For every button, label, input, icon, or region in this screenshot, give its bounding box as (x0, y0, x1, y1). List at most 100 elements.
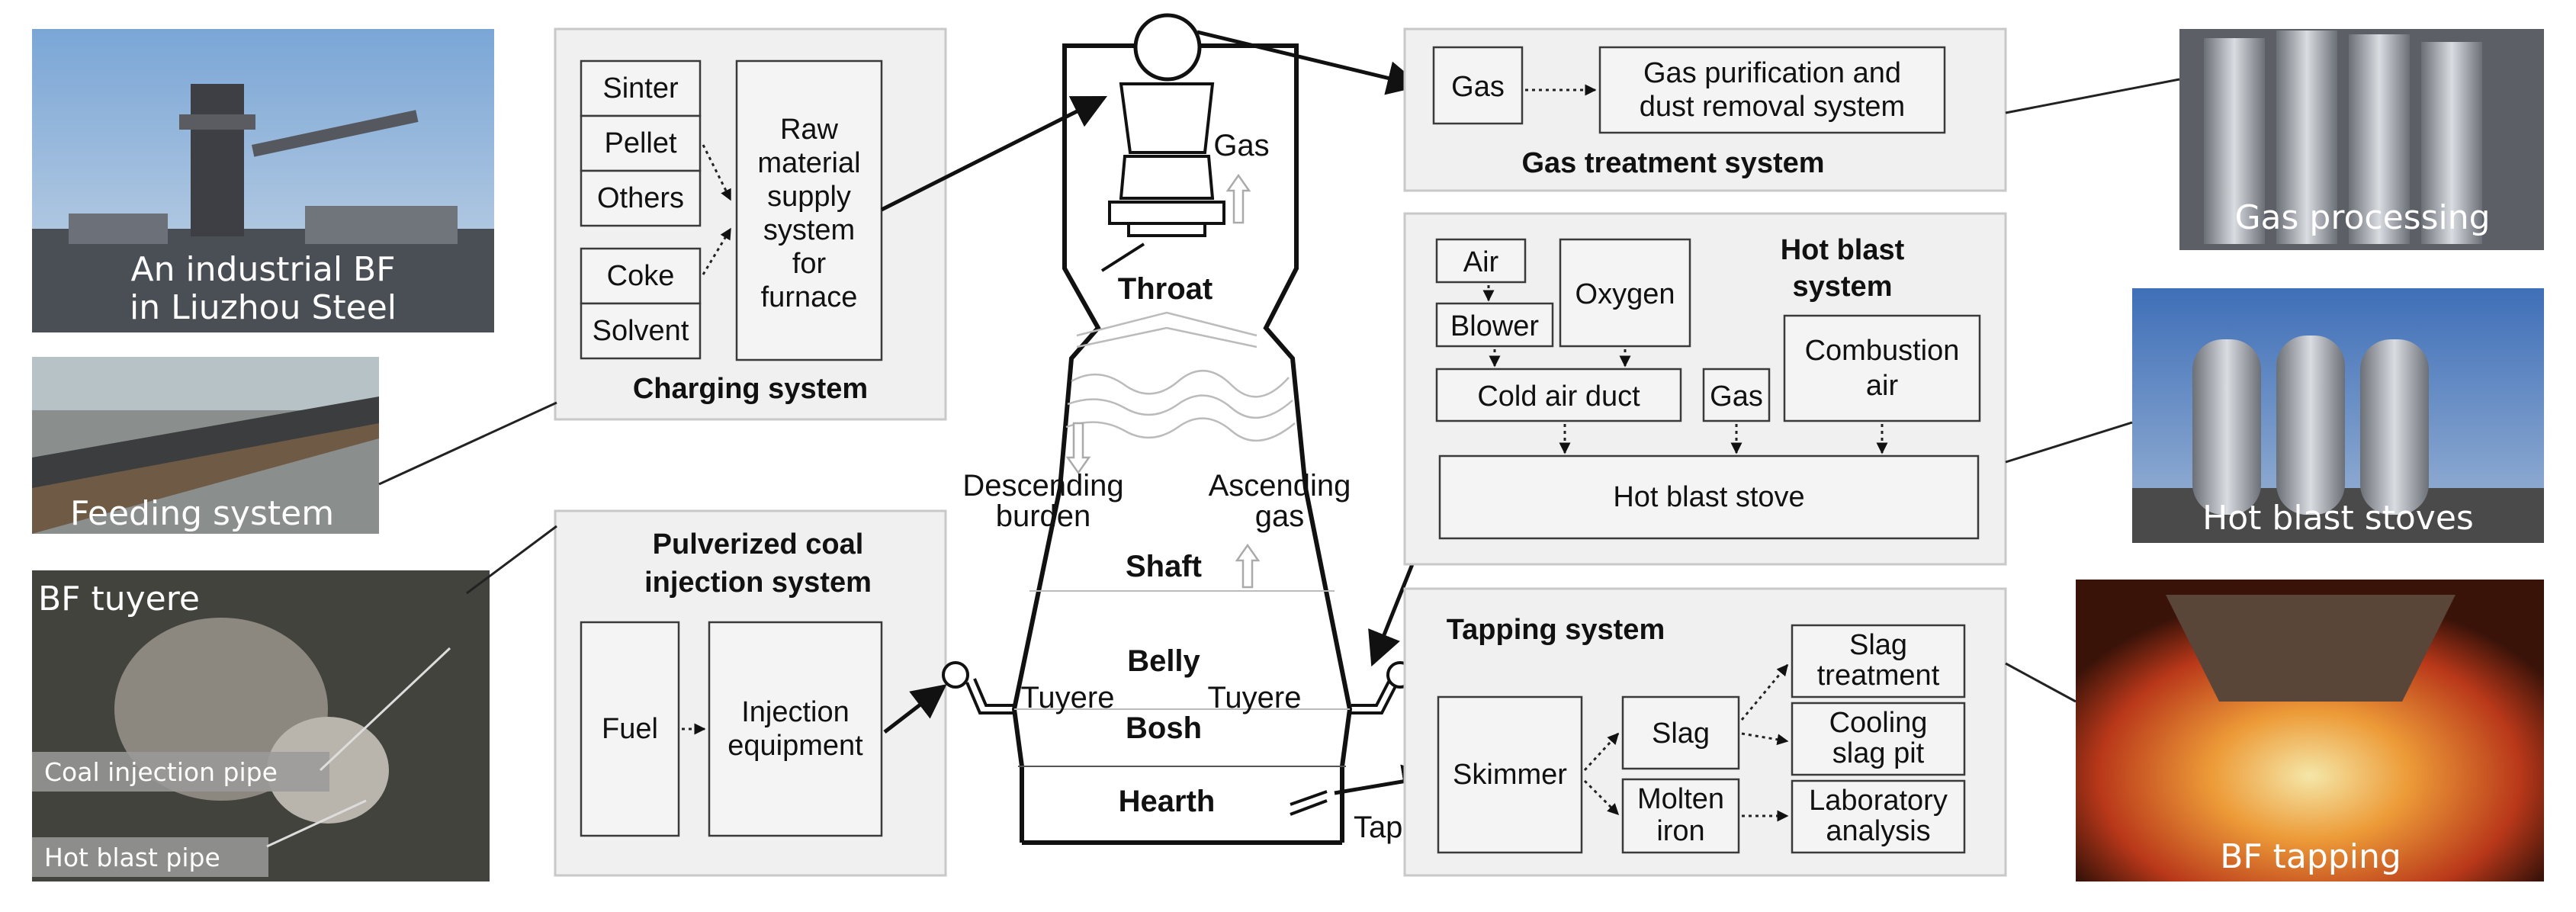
gas-purification-box (1598, 46, 1946, 134)
bell-charging-device (1108, 82, 1225, 237)
hot-blast-panel: Air Oxygen Hot blast system Blower Cold … (1403, 212, 2007, 566)
arrow-injection-to-tuyere (883, 684, 947, 734)
tuyere-right-label: Tuyere (1207, 681, 1301, 715)
taphole-icon (1290, 790, 1328, 816)
air-box (1435, 238, 1527, 284)
descending-line-2: burden (996, 499, 1091, 533)
supply-line-3: supply (767, 181, 851, 213)
oxygen-box (1559, 238, 1691, 348)
injection-equipment-box (708, 621, 883, 837)
photo-stoves-caption: Hot blast stoves (2202, 499, 2474, 538)
skimmer-box (1437, 695, 1583, 854)
photo-bf-caption-2: in Liuzhou Steel (130, 288, 397, 327)
photo-industrial-bf: An industrial BF in Liuzhou Steel (32, 29, 494, 332)
descending-line-1: Descending (962, 469, 1123, 503)
cold-air-duct-label: Cold air duct (1477, 381, 1640, 413)
charging-item-others (580, 169, 702, 227)
cooling-slag-pit-box (1791, 702, 1966, 776)
charging-item-sinter (580, 59, 702, 117)
hot-blast-stove-box (1438, 454, 1980, 540)
ascending-gas-arrow-top (1225, 173, 1251, 224)
charging-item-coke-label: Coke (607, 260, 675, 292)
connector-coal-to-tuyere-photo (466, 525, 557, 595)
photo-bf-caption-1: An industrial BF (130, 250, 395, 289)
charging-item-solvent-label: Solvent (593, 315, 689, 347)
charging-item-sinter-label: Sinter (602, 72, 679, 104)
molten-iron-box (1621, 778, 1740, 854)
arrow-supply-to-furnace (880, 95, 1108, 212)
ascending-line-2: gas (1255, 499, 1305, 533)
throat-label: Throat (1118, 272, 1213, 306)
coal-title-1: Pulverized coal (653, 528, 864, 560)
gas-treatment-title: Gas treatment system (1521, 147, 1824, 179)
arrow-slag-to-treatment (1740, 663, 1789, 721)
charging-system-panel: Sinter Pellet Others Coke Solvent Raw ma… (554, 27, 947, 421)
purification-line-2: dust removal system (1640, 91, 1905, 123)
arrow-skimmer-to-slag (1583, 732, 1620, 772)
connector-gas-to-photo (2005, 78, 2180, 114)
hot-blast-title-1: Hot blast (1781, 234, 1905, 266)
photo-gas-processing-caption: Gas processing (2234, 198, 2490, 237)
hot-blast-gas-label: Gas (1710, 381, 1763, 413)
molten-line-1: Molten (1637, 783, 1724, 815)
cooling-line-1: Cooling (1829, 707, 1928, 739)
tapping-panel: Tapping system Skimmer Slag Molten iron … (1403, 587, 2007, 877)
photo-coal-pipe-caption: Coal injection pipe (44, 757, 278, 787)
combustion-air-box (1783, 314, 1981, 422)
oxygen-label: Oxygen (1575, 278, 1675, 310)
tuyere-left-label: Tuyere (1020, 681, 1114, 715)
bosh-label: Bosh (1126, 711, 1202, 745)
shaft-label: Shaft (1126, 550, 1202, 583)
connector-charging-to-feeding (378, 401, 557, 486)
supply-line-5: for (792, 248, 827, 280)
tapping-title: Tapping system (1447, 614, 1665, 646)
fuel-label: Fuel (602, 713, 658, 745)
supply-line-1: Raw (780, 114, 839, 146)
gas-box (1432, 46, 1524, 125)
furnace-gas-label: Gas (1213, 129, 1269, 162)
cooling-line-2: slag pit (1832, 737, 1925, 769)
blower-label: Blower (1450, 310, 1539, 342)
burden-layers (1065, 311, 1296, 442)
charging-item-others-label: Others (597, 182, 684, 214)
slag-box (1621, 695, 1740, 770)
hot-blast-gas-box (1702, 368, 1771, 422)
arrow-furnace-to-gas (1196, 30, 1422, 95)
gas-box-label: Gas (1451, 71, 1505, 103)
tuyere-right (1351, 661, 1414, 715)
lab-line-1: Laboratory (1809, 785, 1948, 817)
connector-tapping-to-photo (2005, 662, 2077, 703)
charging-item-pellet-label: Pellet (604, 127, 676, 159)
molten-line-2: iron (1656, 815, 1704, 847)
photo-hot-blast-stoves: Hot blast stoves (2132, 288, 2544, 543)
injection-line-2: equipment (728, 730, 863, 762)
cold-air-duct-box (1435, 368, 1682, 422)
charging-system-title: Charging system (633, 373, 868, 405)
connector-stove-to-photo (2005, 421, 2133, 464)
blast-furnace: Gas Throat Descending burden Ascending g… (942, 13, 1460, 845)
injection-line-1: Injection (741, 696, 850, 728)
charging-item-solvent (580, 302, 702, 360)
photo-feeding-caption: Feeding system (70, 494, 334, 533)
skimmer-label: Skimmer (1453, 759, 1567, 791)
arrow-slag-to-cooling (1741, 732, 1789, 746)
ascending-gas-arrow-mid (1235, 543, 1261, 589)
arrow-coke-to-supply (702, 227, 732, 275)
raw-material-supply-box (735, 59, 883, 361)
ascending-line-1: Ascending (1209, 469, 1351, 503)
hot-blast-stove-label: Hot blast stove (1613, 481, 1804, 513)
combustion-line-1: Combustion (1805, 335, 1960, 367)
slag-treatment-line-1: Slag (1849, 629, 1907, 661)
purification-line-1: Gas purification and (1643, 57, 1901, 89)
descending-burden-arrow (1065, 422, 1091, 475)
charging-item-coke (580, 247, 702, 305)
laboratory-analysis-box (1791, 779, 1966, 854)
hot-blast-title-2: system (1793, 271, 1893, 303)
coal-title-2: injection system (644, 567, 872, 599)
lab-line-2: analysis (1826, 815, 1930, 847)
furnace-top-valve (1133, 13, 1202, 82)
photo-tapping-caption: BF tapping (2220, 837, 2401, 876)
gas-treatment-panel: Gas Gas purification and dust removal sy… (1403, 27, 2007, 192)
air-label: Air (1463, 246, 1499, 278)
